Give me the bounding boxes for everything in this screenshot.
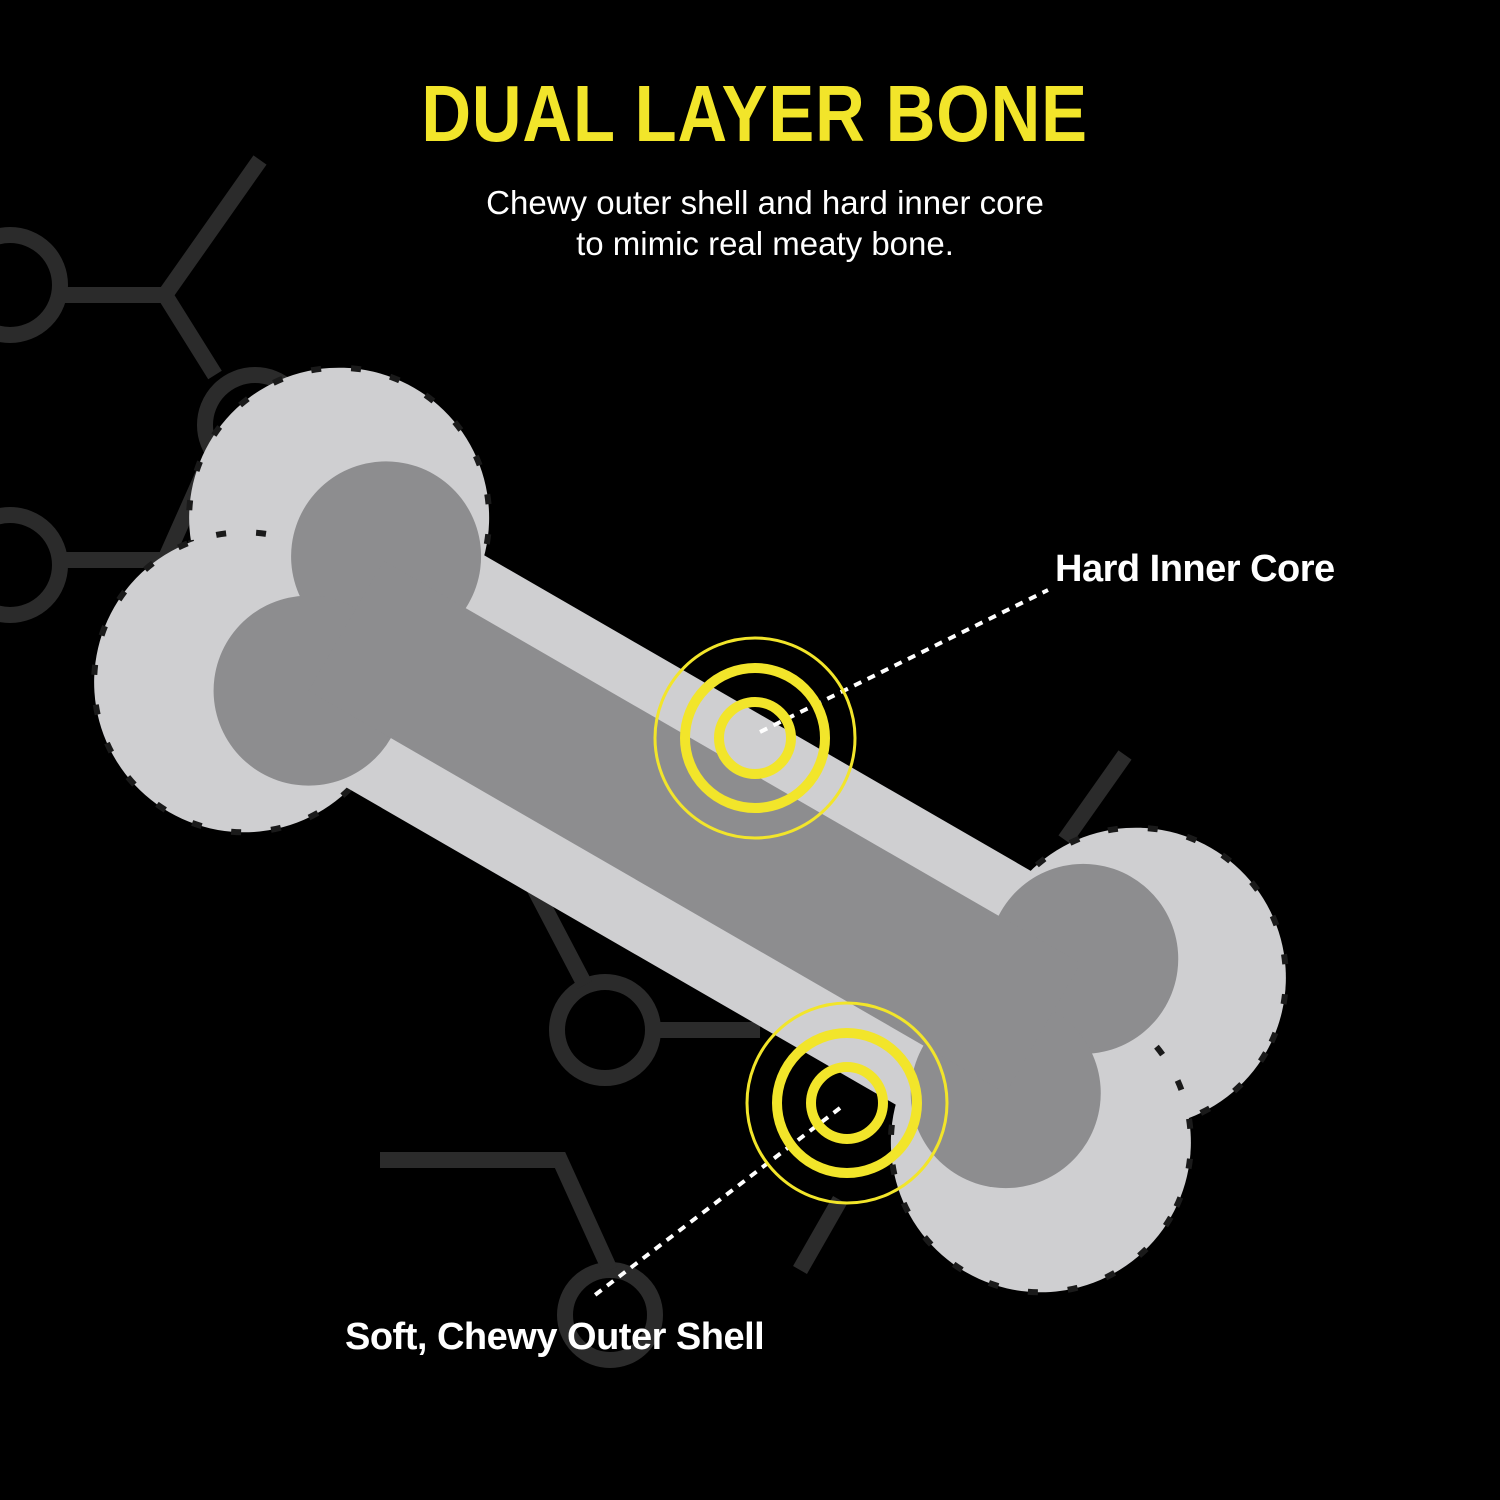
target-ring-inner-core bbox=[653, 636, 857, 840]
inner-core bbox=[213, 461, 1179, 1189]
target-ring-outer-shell bbox=[745, 1001, 949, 1205]
bone bbox=[91, 364, 1289, 1296]
label-hard-inner-core: Hard Inner Core bbox=[1055, 548, 1335, 590]
subtitle-line-1: Chewy outer shell and hard inner core bbox=[486, 184, 1044, 221]
subtitle-line-2: to mimic real meaty bone. bbox=[576, 225, 954, 262]
subtitle: Chewy outer shell and hard inner core to… bbox=[0, 182, 1500, 264]
callout-lines bbox=[593, 588, 1049, 1297]
page-title: DUAL LAYER BONE bbox=[421, 69, 1088, 158]
label-soft-outer-shell: Soft, Chewy Outer Shell bbox=[345, 1316, 765, 1358]
